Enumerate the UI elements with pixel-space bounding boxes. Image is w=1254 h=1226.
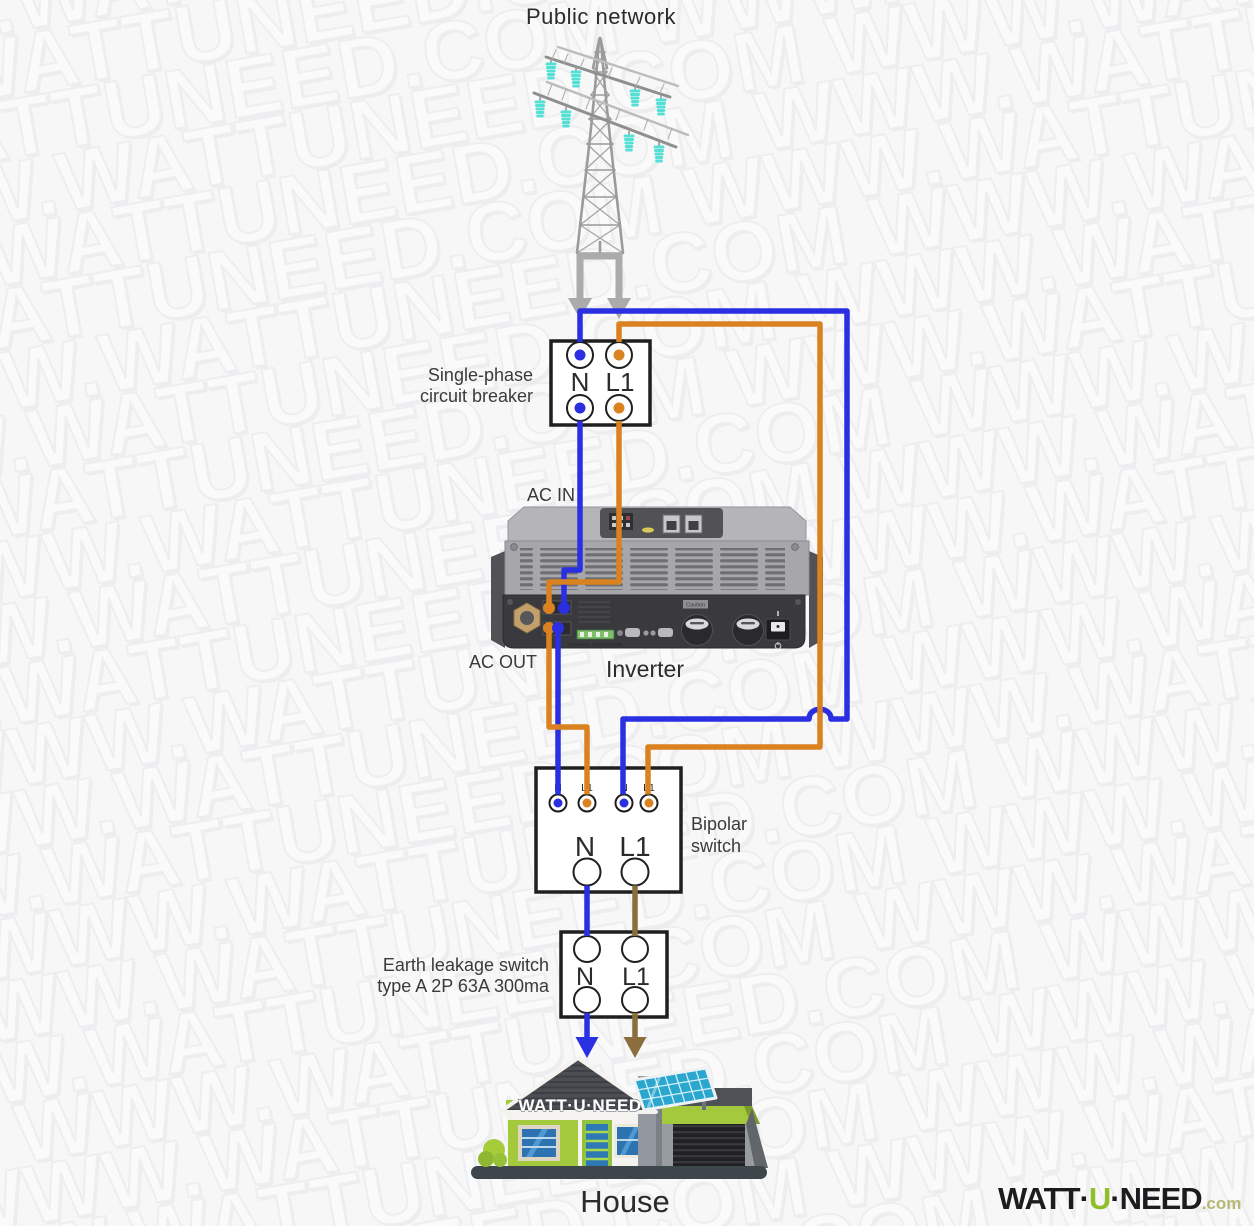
inverter-device: PARALLEL CONNECTION Caution: [491, 506, 823, 650]
breaker-label: Single-phase circuit breaker: [420, 365, 533, 406]
breaker-n-label: N: [571, 367, 590, 397]
svg-text:PARALLEL CONNECTION: PARALLEL CONNECTION: [568, 642, 622, 647]
svg-text:N: N: [575, 831, 595, 862]
bipolar-label: Bipolar switch: [691, 814, 747, 856]
roof-brand-text: WATT·U·NEED: [518, 1096, 641, 1115]
house-label: House: [580, 1184, 670, 1219]
terminal: [621, 935, 649, 963]
svg-text:circuit breaker: circuit breaker: [420, 386, 533, 406]
parallel-connection-strip: PARALLEL CONNECTION: [568, 629, 622, 647]
svg-text:Bipolar: Bipolar: [691, 814, 747, 834]
wires: [546, 308, 850, 1040]
inverter-label: Inverter: [606, 656, 684, 682]
wire-breaker-to-acin-line: [546, 421, 622, 603]
caution-label: Caution: [683, 600, 708, 609]
svg-text:Caution: Caution: [686, 603, 705, 609]
svg-text:type A 2P 63A 300ma: type A 2P 63A 300ma: [377, 976, 550, 996]
ac-out-label: AC OUT: [469, 652, 537, 672]
svg-text:N: N: [576, 963, 594, 991]
window: [518, 1125, 560, 1161]
front-door: [582, 1120, 612, 1168]
bush: [478, 1139, 507, 1167]
wire-grid-line: [616, 321, 823, 795]
breaker-l1-label: L1: [606, 367, 635, 397]
earth-leakage-switch: N L1: [559, 930, 669, 1019]
terminal: [572, 857, 602, 887]
ac-outlet: [681, 614, 713, 646]
rj45-ports: [662, 514, 703, 534]
house-arrow-neutral: [575, 1037, 599, 1058]
solar-panel: [632, 1066, 718, 1112]
svg-text:Single-phase: Single-phase: [428, 365, 533, 385]
terminal: [620, 857, 650, 887]
wire-grid-neutral: [577, 308, 850, 795]
svg-text:L1: L1: [622, 963, 650, 991]
house-arrow-line: [623, 1037, 647, 1058]
els-label: Earth leakage switch type A 2P 63A 300ma: [377, 955, 550, 996]
ac-outlet: [732, 614, 764, 646]
terminal: [573, 935, 601, 963]
wire-dots: [543, 349, 654, 808]
house-illustration: WATT·U·NEED: [471, 1056, 768, 1179]
svg-text:switch: switch: [691, 836, 741, 856]
svg-text:Earth leakage switch: Earth leakage switch: [383, 955, 549, 975]
brand-logo: WATT·U·NEED.com: [998, 1181, 1241, 1216]
power-switch: [765, 611, 791, 650]
ground: [471, 1166, 767, 1179]
transmission-tower: [532, 36, 690, 258]
ac-in-label: AC IN: [527, 485, 575, 505]
svg-text:L1: L1: [619, 831, 650, 862]
public-network-label: Public network: [526, 4, 677, 29]
circuit-breaker: N L1: [549, 339, 652, 427]
wire-acout-line: [546, 633, 590, 795]
wire-breaker-to-acin-neutral: [561, 421, 583, 603]
cable-gland: [513, 602, 541, 634]
